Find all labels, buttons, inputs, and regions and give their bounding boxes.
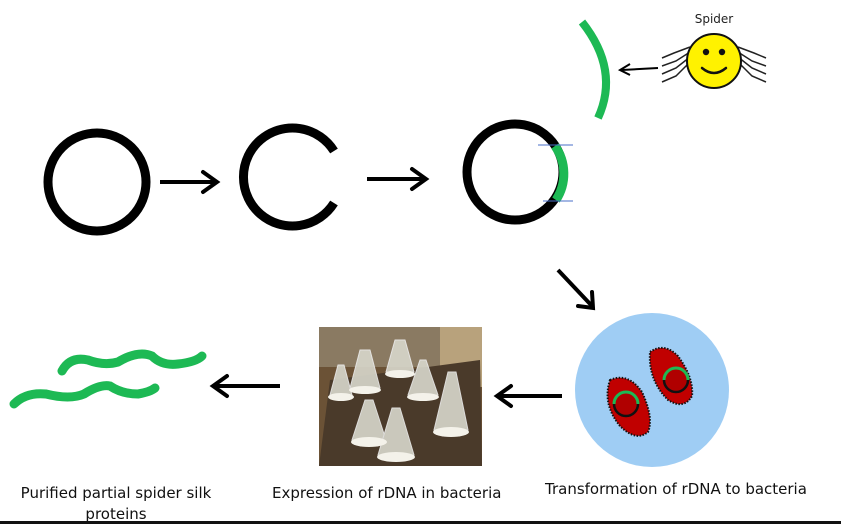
bottom-divider bbox=[0, 521, 841, 524]
arrow-left-icon bbox=[209, 374, 280, 398]
purified-label-line1: Purified partial spider silk bbox=[20, 484, 212, 502]
expression-label: Expression of rDNA in bacteria bbox=[272, 484, 502, 502]
cut-plasmid-icon bbox=[238, 123, 338, 231]
arrow-down-right-icon bbox=[556, 268, 596, 311]
bacteria-petri-icon bbox=[575, 313, 729, 467]
smiley-spider-icon bbox=[661, 33, 767, 89]
spider-silk-gene-icon bbox=[578, 19, 611, 120]
arrow-left-icon bbox=[493, 384, 562, 408]
silk-protein-strands-icon bbox=[9, 349, 207, 409]
bacterium bbox=[648, 346, 694, 406]
plasmid-circle-icon bbox=[43, 128, 151, 236]
arrow-right-icon bbox=[160, 170, 221, 194]
flasks-photo bbox=[319, 327, 482, 466]
transformation-label: Transformation of rDNA to bacteria bbox=[545, 480, 807, 498]
purified-label-line2: proteins bbox=[85, 505, 147, 523]
arrow-right-icon bbox=[367, 167, 430, 191]
bacterium bbox=[606, 376, 651, 437]
spider-label: Spider bbox=[695, 12, 734, 26]
arrow-left-icon bbox=[617, 63, 659, 76]
recombinant-plasmid-icon bbox=[462, 119, 573, 225]
